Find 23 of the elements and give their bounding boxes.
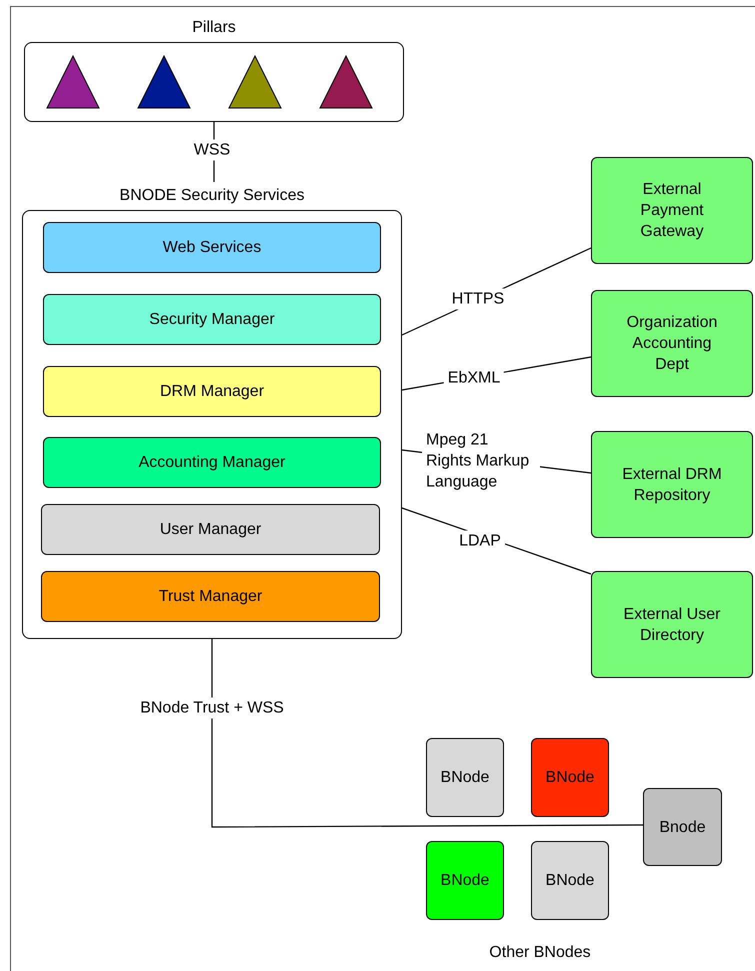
bnode-box: BNode [426, 738, 504, 817]
external-system-box: External DRM Repository [591, 431, 753, 538]
external-system-box: External Payment Gateway [591, 157, 753, 264]
service-box: Web Services [43, 222, 381, 273]
bnode-box: BNode [531, 841, 609, 920]
triangle-shape [137, 55, 191, 109]
panel-title: BNODE Security Services [118, 186, 306, 206]
panel-title: Pillars [191, 18, 237, 38]
service-box: User Manager [41, 504, 380, 555]
service-box: Accounting Manager [43, 437, 381, 488]
bnode-box: Bnode [643, 788, 722, 866]
service-box: Security Manager [43, 294, 381, 345]
service-box: Trust Manager [41, 571, 380, 622]
bnode-box: BNode [531, 738, 609, 817]
group-caption: Other BNodes [488, 943, 592, 963]
triangle-shape [46, 55, 100, 109]
triangle-shape [319, 55, 373, 109]
external-system-box: Organization Accounting Dept [591, 290, 753, 397]
triangle-shape [228, 55, 282, 109]
connector-line [211, 639, 643, 828]
service-box: DRM Manager [43, 366, 381, 417]
bnode-box: BNode [426, 841, 504, 920]
external-system-box: External User Directory [591, 571, 753, 678]
